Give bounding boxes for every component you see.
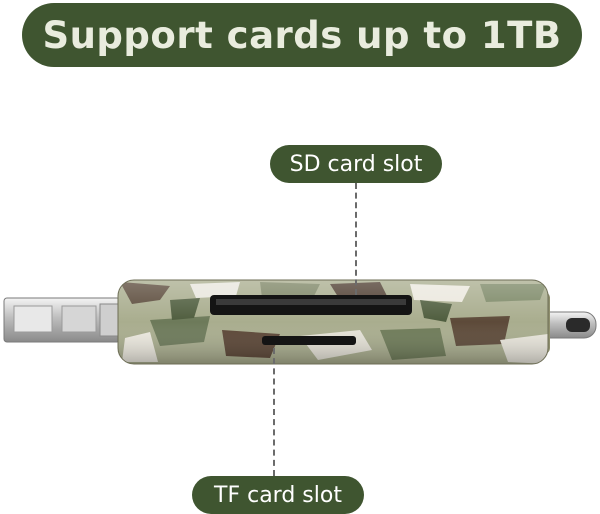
- camo-body: [118, 280, 548, 364]
- tf-slot-label: TF card slot: [214, 482, 342, 508]
- sd-slot-callout: SD card slot: [270, 145, 442, 183]
- headline-banner: Support cards up to 1TB: [22, 3, 582, 67]
- sd-slot-opening: [210, 295, 412, 315]
- tf-slot-leader-line: [273, 348, 275, 476]
- tf-slot-opening: [262, 336, 356, 345]
- sd-slot-leader-line: [355, 183, 357, 295]
- usb-a-connector: [3, 297, 121, 343]
- headline-text: Support cards up to 1TB: [42, 13, 562, 57]
- sd-slot-label: SD card slot: [289, 151, 423, 177]
- tf-slot-callout: TF card slot: [192, 476, 364, 514]
